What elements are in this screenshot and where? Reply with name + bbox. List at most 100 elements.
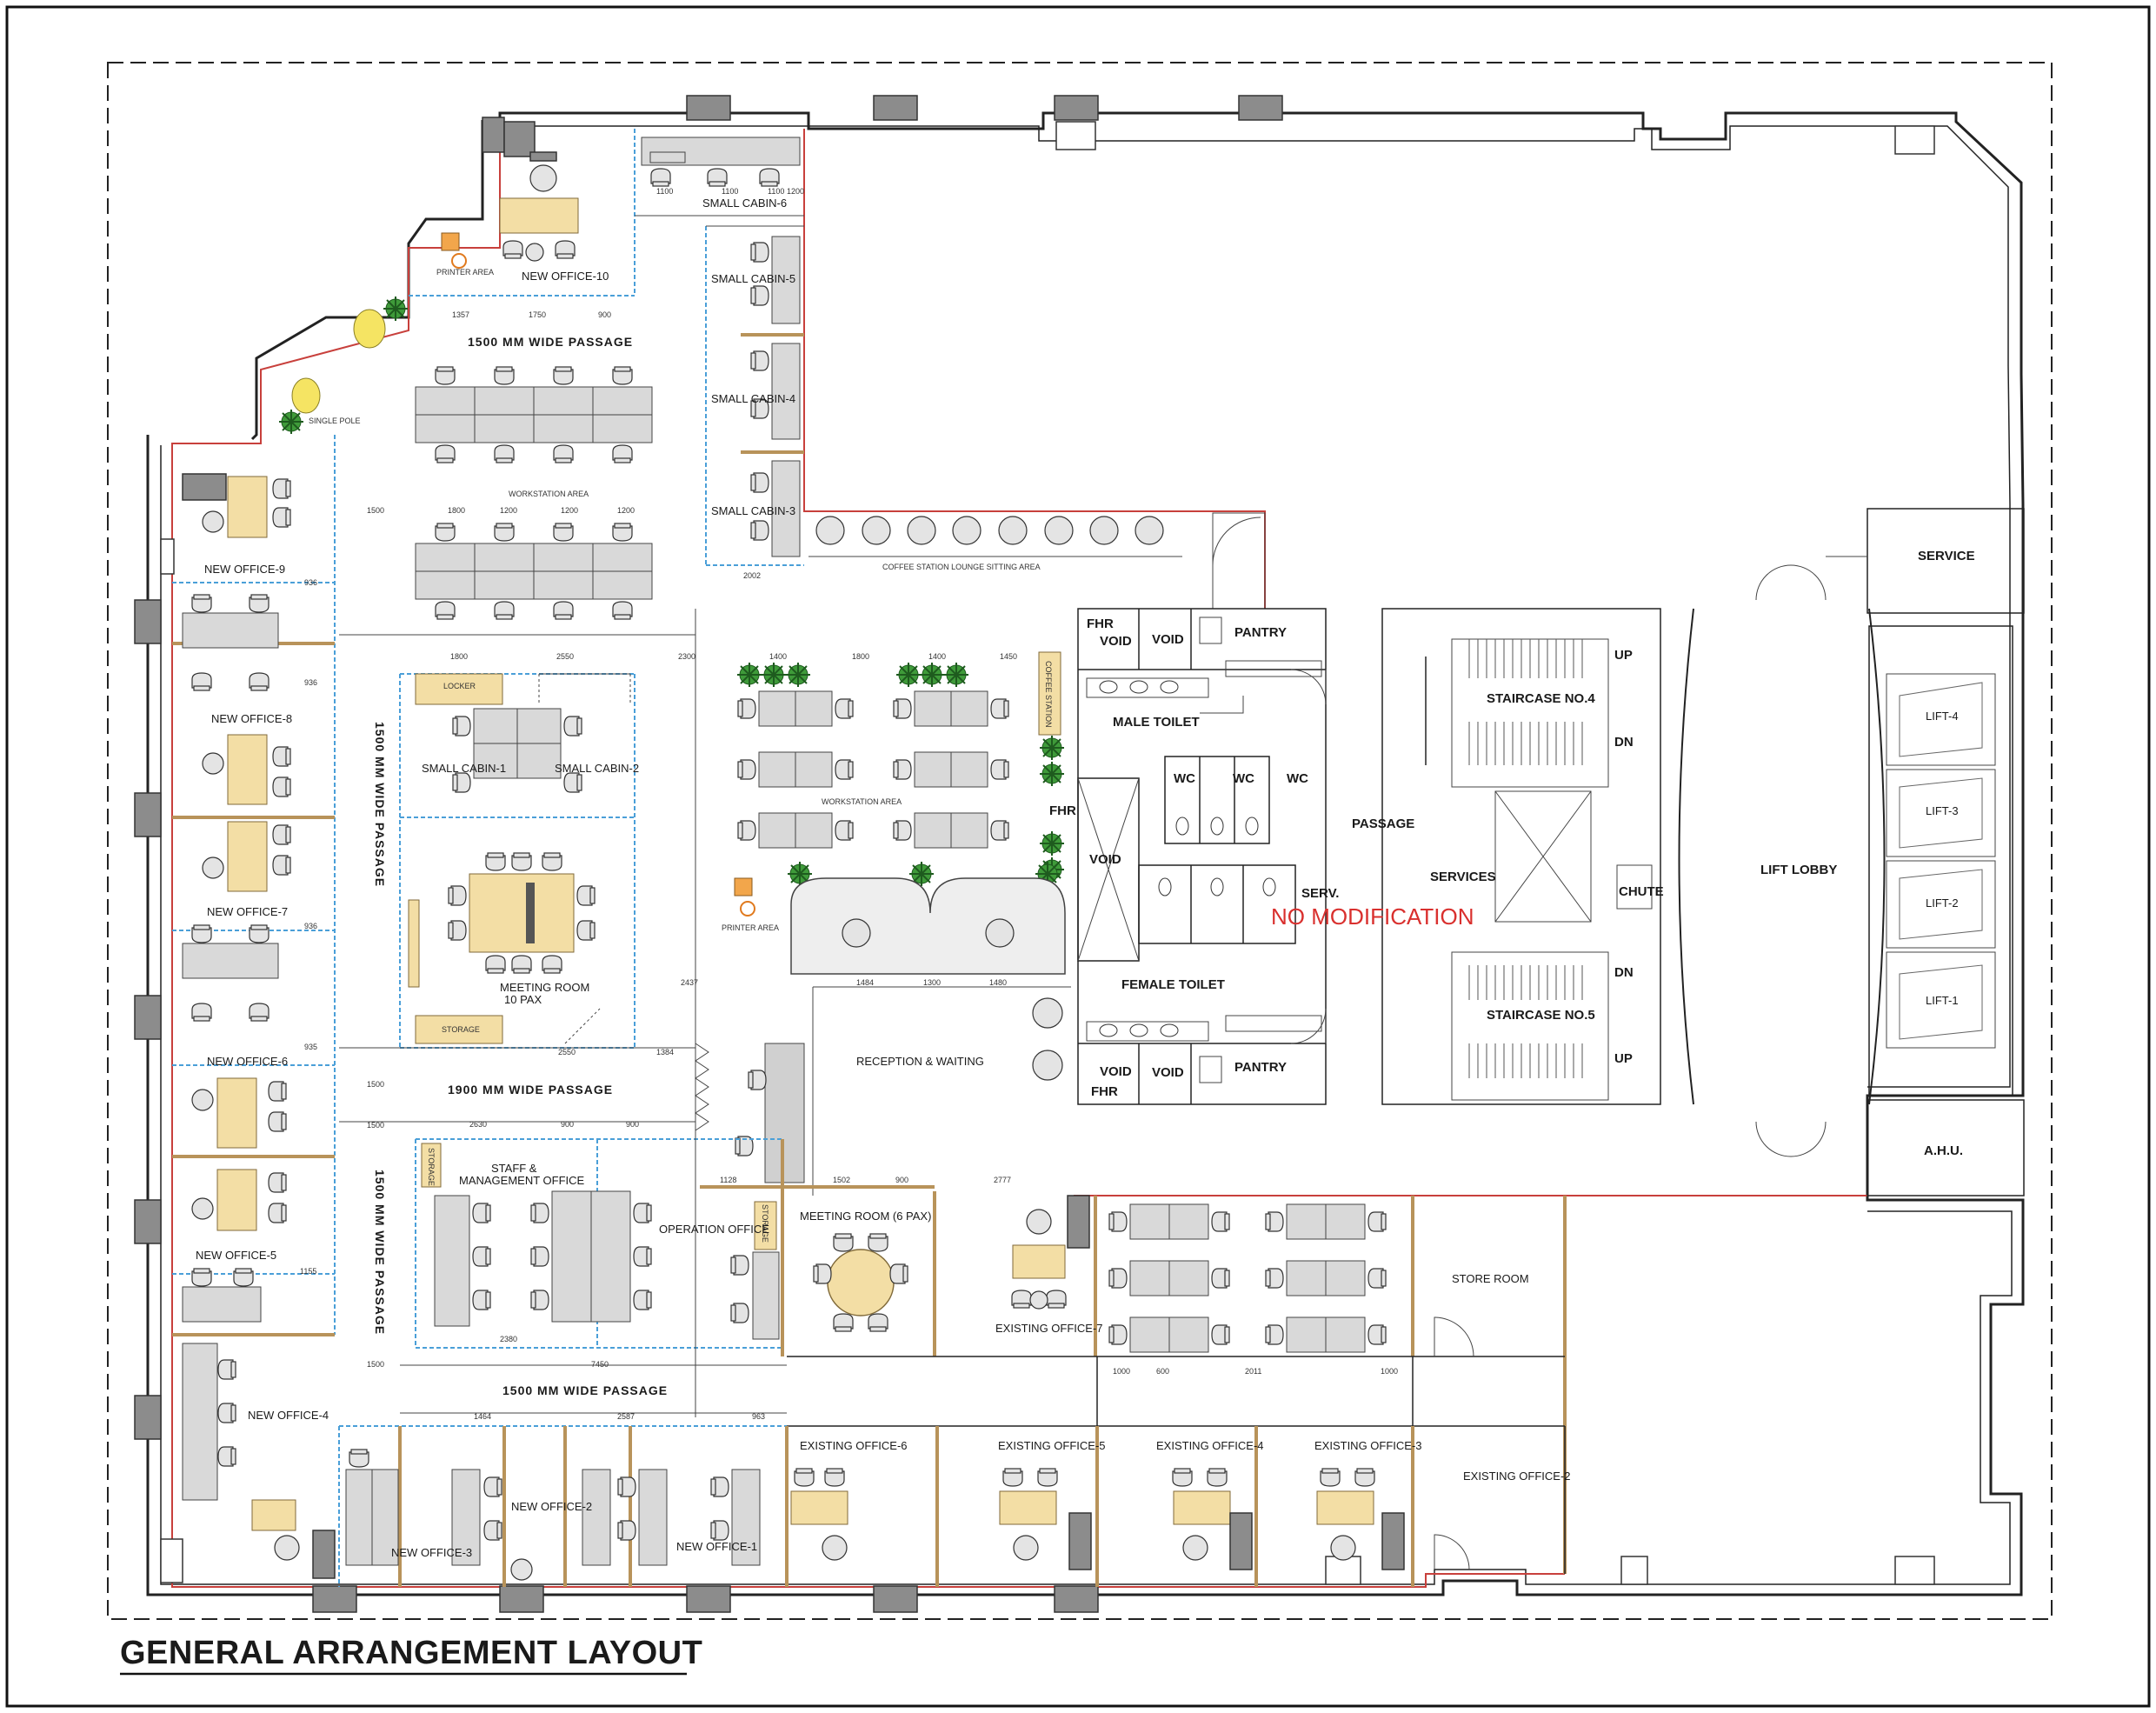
dim-text: 936 <box>304 678 317 687</box>
room-storage-3: STORAGE <box>761 1204 769 1243</box>
dim-text: 1500 <box>367 1360 384 1369</box>
dim-text: 900 <box>626 1120 639 1129</box>
room-void-4: VOID <box>1100 1064 1132 1079</box>
room-void-3: VOID <box>1089 852 1121 867</box>
drawing-title: GENERAL ARRANGEMENT LAYOUT <box>120 1635 702 1671</box>
room-new-office-4: NEW OFFICE-4 <box>248 1409 329 1422</box>
dim-text: 1200 <box>617 506 635 515</box>
dim-text: 1480 <box>989 978 1007 987</box>
room-reception: RECEPTION & WAITING <box>856 1055 984 1068</box>
dim-text: 1100 <box>656 187 673 196</box>
room-new-office-2: NEW OFFICE-2 <box>511 1500 592 1513</box>
dim-text: 1357 <box>452 310 469 319</box>
room-existing-office-5: EXISTING OFFICE-5 <box>998 1439 1106 1452</box>
room-service: SERVICE <box>1918 549 1975 563</box>
dim-text: 900 <box>895 1176 908 1184</box>
room-storage-2: STORAGE <box>427 1148 436 1186</box>
dim-text: 936 <box>304 922 317 930</box>
room-meeting-6: MEETING ROOM (6 PAX) <box>800 1210 931 1223</box>
passage-bottom-label: 1500 MM WIDE PASSAGE <box>502 1383 668 1397</box>
dim-text: 1100 <box>722 187 738 196</box>
room-lift-lobby: LIFT LOBBY <box>1760 863 1837 877</box>
dim-text: 1500 <box>367 1121 384 1130</box>
room-store-room: STORE ROOM <box>1452 1272 1529 1285</box>
room-staff-mgmt-line2: MANAGEMENT OFFICE <box>459 1174 585 1187</box>
room-existing-office-2: EXISTING OFFICE-2 <box>1463 1470 1571 1483</box>
room-meeting-10-line1: MEETING ROOM <box>500 981 589 994</box>
dim-text: 2587 <box>617 1412 635 1421</box>
dim-text: 2777 <box>994 1176 1011 1184</box>
room-workstation-area-2: WORKSTATION AREA <box>822 797 902 806</box>
dim-text: 1502 <box>833 1176 850 1184</box>
room-existing-office-4: EXISTING OFFICE-4 <box>1156 1439 1264 1452</box>
room-small-cabin-4: SMALL CABIN-4 <box>711 392 795 405</box>
dim-text: 1800 <box>448 506 465 515</box>
dim-text: 935 <box>304 1043 317 1051</box>
dim-text: 1500 <box>367 506 384 515</box>
room-lift-2: LIFT-2 <box>1926 896 1959 910</box>
passage-left2-label: 1500 MM WIDE PASSAGE <box>373 1170 387 1335</box>
room-new-office-10: NEW OFFICE-10 <box>522 270 609 283</box>
room-lift-1: LIFT-1 <box>1926 994 1959 1007</box>
room-staff-mgmt-line1: STAFF & <box>491 1162 537 1175</box>
dim-text: 1200 <box>500 506 517 515</box>
room-existing-office-7: EXISTING OFFICE-7 <box>995 1322 1103 1335</box>
room-fhr-2: FHR <box>1049 803 1076 818</box>
room-void-5: VOID <box>1152 1065 1184 1080</box>
passage-right-label: PASSAGE <box>1352 817 1414 831</box>
room-lift-4: LIFT-4 <box>1926 710 1959 723</box>
dim-text: 900 <box>598 310 611 319</box>
room-locker: LOCKER <box>443 682 476 690</box>
passage-top-label: 1500 MM WIDE PASSAGE <box>468 335 633 349</box>
room-new-office-1: NEW OFFICE-1 <box>676 1540 757 1553</box>
dim-text: 2550 <box>558 1048 576 1056</box>
dim-text: 600 <box>1156 1367 1169 1376</box>
room-printer-area-2: PRINTER AREA <box>722 923 779 932</box>
room-small-cabin-3: SMALL CABIN-3 <box>711 504 795 517</box>
room-void-1: VOID <box>1100 634 1132 649</box>
room-staircase-5: STAIRCASE NO.5 <box>1487 1008 1595 1023</box>
room-chute: CHUTE <box>1619 884 1664 899</box>
room-void-2: VOID <box>1152 632 1184 647</box>
dim-text: 2011 <box>1245 1367 1261 1376</box>
room-wc-1: WC <box>1174 771 1195 786</box>
room-printer-area-1: PRINTER AREA <box>436 268 494 277</box>
stair-up-1: UP <box>1614 648 1633 663</box>
room-fhr-1: FHR <box>1087 617 1114 631</box>
room-pantry-1: PANTRY <box>1234 625 1287 640</box>
stair-up-2: UP <box>1614 1051 1633 1066</box>
dim-text: 1000 <box>1381 1367 1398 1376</box>
dim-text: 1500 <box>367 1080 384 1089</box>
room-new-office-8: NEW OFFICE-8 <box>211 712 292 725</box>
dim-text: 1384 <box>656 1048 674 1056</box>
dim-text: 2630 <box>469 1120 487 1129</box>
stair-dn-1: DN <box>1614 735 1634 750</box>
passage-middle-label: 1900 MM WIDE PASSAGE <box>448 1083 613 1096</box>
room-lift-3: LIFT-3 <box>1926 804 1959 817</box>
room-storage-1: STORAGE <box>442 1025 480 1034</box>
room-male-toilet: MALE TOILET <box>1113 715 1200 730</box>
dim-text: 1100 <box>768 187 784 196</box>
room-services: SERVICES <box>1430 870 1496 884</box>
room-new-office-5: NEW OFFICE-5 <box>196 1249 276 1262</box>
room-new-office-7: NEW OFFICE-7 <box>207 905 288 918</box>
dim-text: 1450 <box>1000 652 1017 661</box>
dim-text: 1300 <box>923 978 941 987</box>
dim-text: 1155 <box>300 1267 316 1276</box>
room-new-office-6: NEW OFFICE-6 <box>207 1055 288 1068</box>
dim-text: 1800 <box>450 652 468 661</box>
room-pantry-2: PANTRY <box>1234 1060 1287 1075</box>
dim-text: 2550 <box>556 652 574 661</box>
dim-text: 900 <box>561 1120 574 1129</box>
dim-text: 1800 <box>852 652 869 661</box>
room-workstation-area-1: WORKSTATION AREA <box>509 490 589 498</box>
dim-text: 7450 <box>591 1360 609 1369</box>
dim-text: 936 <box>304 578 317 587</box>
dim-text: 1200 <box>787 187 804 196</box>
dim-text: 1464 <box>474 1412 491 1421</box>
room-coffee-lounge: COFFEE STATION LOUNGE SITTING AREA <box>882 563 1041 571</box>
dim-text: 1400 <box>769 652 787 661</box>
room-small-cabin-6: SMALL CABIN-6 <box>702 197 787 210</box>
passage-left-label: 1500 MM WIDE PASSAGE <box>373 722 387 887</box>
